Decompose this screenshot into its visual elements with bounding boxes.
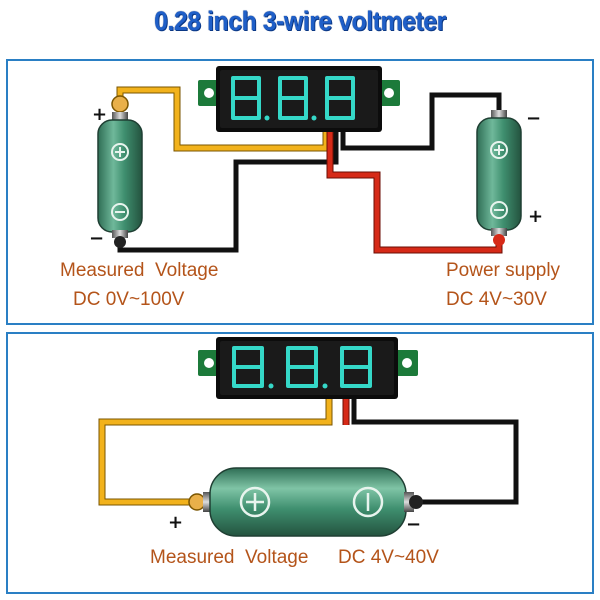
top-red-wire xyxy=(326,130,503,254)
bottom-measured-label: Measured Voltage xyxy=(150,547,308,568)
top-supply-minus-sign: − xyxy=(526,108,541,129)
top-measured-minus-sign: − xyxy=(89,228,104,249)
top-supply-range: DC 4V~30V xyxy=(446,289,547,310)
top-measured-battery xyxy=(97,95,143,248)
top-yellow-wire xyxy=(116,86,330,152)
bottom-minus-sign: − xyxy=(406,514,421,535)
bottom-measured-range: DC 4V~40V xyxy=(338,547,439,568)
top-measured-range: DC 0V~100V xyxy=(73,289,185,310)
diagram-title: 0.28 inch 3-wire voltmeter xyxy=(154,6,446,36)
bottom-black-wire xyxy=(351,396,519,505)
bottom-plus-sign: + xyxy=(168,512,183,533)
top-supply-label: Power supply xyxy=(446,260,561,281)
bottom-voltmeter-display xyxy=(198,337,418,399)
bottom-measured-battery xyxy=(188,467,423,537)
bottom-yellow-wire xyxy=(98,396,333,506)
top-measured-plus-sign: + xyxy=(92,104,107,125)
top-black-wire-supply xyxy=(340,92,502,151)
top-black-wire-measured xyxy=(117,130,339,253)
top-measured-label: Measured Voltage xyxy=(60,260,218,281)
top-voltmeter-display xyxy=(198,66,400,132)
top-display-digits xyxy=(231,76,355,120)
top-supply-plus-sign: + xyxy=(528,206,543,227)
bottom-display-digits xyxy=(232,346,372,388)
top-supply-battery xyxy=(476,110,522,246)
